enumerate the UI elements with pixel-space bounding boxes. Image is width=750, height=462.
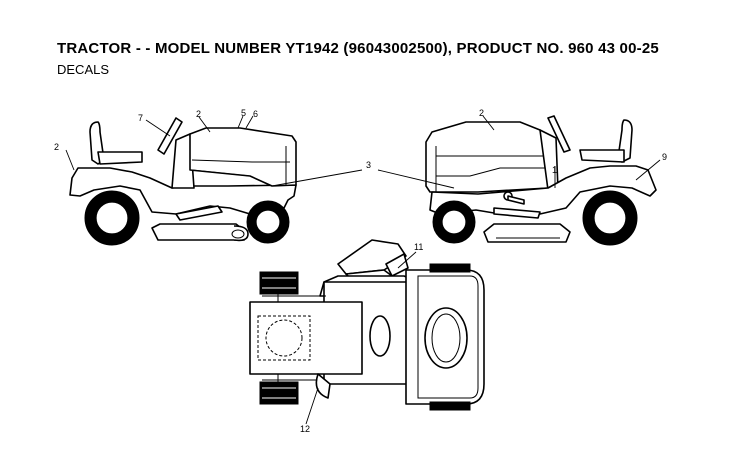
callout-7: 7 xyxy=(138,113,143,123)
callout-2-left-hood: 2 xyxy=(196,109,201,119)
callout-1: 1 xyxy=(552,165,557,175)
page-subtitle: DECALS xyxy=(57,62,110,77)
callout-9: 9 xyxy=(662,152,667,162)
left-side-tractor xyxy=(69,117,297,246)
top-view-tractor xyxy=(249,239,485,411)
right-side-tractor xyxy=(425,115,657,246)
callout-6: 6 xyxy=(253,109,258,119)
callout-labels: 2 7 2 5 6 3 2 1 9 11 12 xyxy=(54,108,667,434)
page-title: TRACTOR - - MODEL NUMBER YT1942 (9604300… xyxy=(57,40,659,57)
callout-11: 11 xyxy=(414,242,423,252)
callout-2-right-hood: 2 xyxy=(479,108,484,118)
leader-lines xyxy=(65,115,661,425)
callout-12: 12 xyxy=(300,424,310,434)
callout-3: 3 xyxy=(366,160,371,170)
callout-2-left-fender: 2 xyxy=(54,142,59,152)
callout-5: 5 xyxy=(241,108,246,118)
